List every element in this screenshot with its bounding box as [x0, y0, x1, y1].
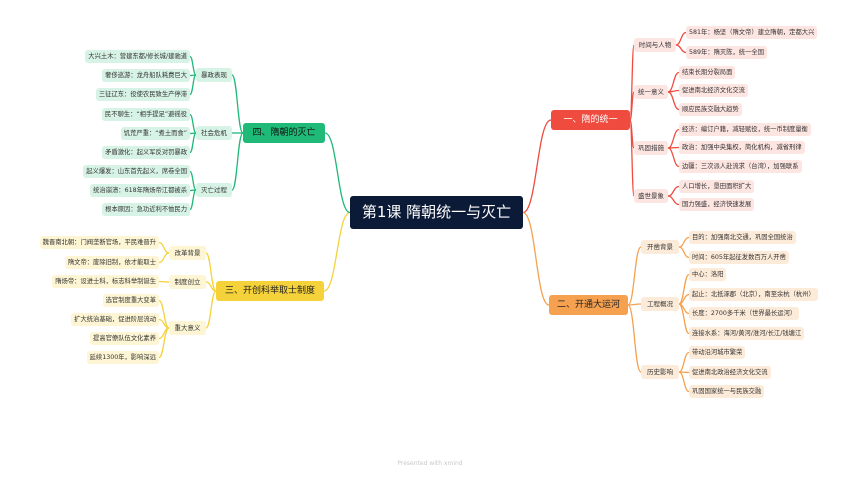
b1-g2-item-1[interactable]: 结束长期分裂局面 [679, 66, 736, 79]
b1-g3-item-3[interactable]: 边疆：三次派人赴流求（台湾），加强联系 [679, 160, 802, 173]
b3-g3-item-3[interactable]: 提高官僚队伍文化素养 [90, 332, 159, 345]
b2-group-3-label[interactable]: 历史影响 [641, 365, 679, 379]
b1-g4-item-2[interactable]: 国力强盛，经济快速发展 [679, 198, 755, 211]
branch-3-title[interactable]: 三、开创科举取士制度 [216, 281, 324, 301]
connector-b1-g4-1 [667, 185, 680, 197]
b4-g2-item-3[interactable]: 矛盾激化：起义军反对罚暴政 [102, 146, 190, 159]
connector-b1-g2 [629, 91, 635, 121]
b1-g3-item-1[interactable]: 经济：编订户籍，减轻赋役，统一币制度量衡 [679, 123, 811, 136]
b4-g3-item-3[interactable]: 根本原因：急功近利不恤民力 [102, 203, 190, 216]
connector-b2-g2 [627, 303, 642, 306]
b1-g2-item-2[interactable]: 促进南北经济文化交流 [679, 84, 748, 97]
b4-g1-item-2[interactable]: 奢侈巡游：龙舟船队耗费巨大 [102, 69, 190, 82]
b2-g3-item-3[interactable]: 巩固国家统一与民族交融 [689, 385, 765, 398]
connector-central-b1 [522, 119, 552, 214]
connector-b3-g2-1 [158, 280, 170, 283]
b1-g3-item-2[interactable]: 政治：加强中央集权，简化机构，减省刑律 [679, 141, 805, 154]
b4-g1-item-1[interactable]: 大兴土木：营建东都/修长城/建驰道 [85, 50, 190, 63]
connector-b2-g1-2 [678, 246, 690, 259]
b1-g1-item-1[interactable]: 581年：杨坚（隋文帝）建立隋朝，定都大兴 [686, 26, 818, 39]
connector-b3-g2 [205, 281, 217, 292]
b2-g1-item-2[interactable]: 时间：605年起征发数百万人开凿 [689, 251, 789, 264]
b1-group-1-label[interactable]: 时间与人物 [634, 38, 676, 52]
branch-1-title[interactable]: 一、隋的统一 [551, 110, 630, 130]
b1-g1-item-2[interactable]: 589年：隋灭陈，统一全国 [686, 46, 767, 59]
b4-g2-item-2[interactable]: 饥荒严重：“煮土而食” [120, 127, 190, 140]
b2-g1-item-1[interactable]: 目的：加强南北交通，巩固全国统治 [689, 231, 796, 244]
central-topic[interactable]: 第1课 隋朝统一与灭亡 [350, 196, 523, 229]
b3-group-3-label[interactable]: 重大意义 [169, 321, 206, 335]
connector-b1-g2-1 [667, 71, 680, 93]
branch-4-title[interactable]: 四、隋朝的灭亡 [243, 123, 325, 143]
b4-g3-item-1[interactable]: 起义爆发：山东首先起义，席卷全国 [83, 165, 190, 178]
b1-group-2-label[interactable]: 统一意义 [634, 85, 668, 99]
b3-g2-item-1[interactable]: 隋炀帝：设进士科，标志科举制诞生 [52, 275, 159, 288]
b4-group-1-label[interactable]: 暴政表现 [196, 68, 232, 82]
connector-b1-g4 [629, 119, 635, 197]
b1-group-4-label[interactable]: 盛世景象 [634, 189, 668, 203]
b3-g3-item-4[interactable]: 延续1300年，影响深远 [86, 351, 159, 364]
b1-group-3-label[interactable]: 巩固措施 [634, 141, 668, 155]
b4-g2-item-1[interactable]: 民不聊生：“相手提足”避徭役 [101, 108, 190, 121]
footer-credit: Presented with xmind [397, 460, 463, 467]
connector-b4-g1 [231, 74, 244, 134]
connector-central-b4 [324, 132, 351, 214]
connector-b1-g3-2 [667, 146, 680, 149]
b2-g2-item-2[interactable]: 起止：北抵涿郡（北京），南至余杭（杭州） [689, 288, 818, 301]
connector-b2-g1-1 [678, 236, 690, 248]
b3-g1-item-1[interactable]: 魏晋南北朝：门阀垄断官场，平民难晋升 [39, 236, 159, 249]
b3-g3-item-1[interactable]: 选官制度重大变革 [102, 294, 159, 307]
connector-b2-g3-3 [678, 371, 690, 393]
b1-g2-item-3[interactable]: 顺应民族交融大趋势 [679, 103, 742, 116]
connector-b1-g1-2 [675, 44, 687, 54]
b4-g3-item-2[interactable]: 统治崩溃：618年隋炀帝江都被杀 [90, 184, 190, 197]
b3-group-2-label[interactable]: 制度创立 [169, 275, 206, 289]
connector-b1-g1-1 [675, 31, 687, 46]
branch-2-title[interactable]: 二、开通大运河 [549, 295, 628, 315]
b2-g3-item-1[interactable]: 带动沿河城市繁荣 [689, 346, 746, 359]
connector-b1-g4-2 [667, 195, 680, 206]
b1-g4-item-1[interactable]: 人口增长，垦田面积扩大 [679, 180, 755, 193]
connector-b4-g2-3 [189, 132, 197, 154]
connector-b2-g3 [627, 304, 642, 373]
b4-g1-item-3[interactable]: 三征辽东：役使农民致生产停滞 [95, 88, 190, 101]
connector-b3-g1-2 [158, 252, 170, 264]
connector-central-b2 [522, 211, 550, 306]
connector-b3-g3 [205, 290, 217, 329]
b3-g3-item-2[interactable]: 扩大统治基础，促进阶层流动 [71, 313, 159, 326]
connector-b4-g1-3 [189, 74, 197, 96]
b2-g2-item-4[interactable]: 连接水系：海河/黄河/淮河/长江/钱塘江 [689, 327, 805, 340]
connector-b3-g1-1 [158, 241, 170, 254]
connector-central-b3 [323, 211, 351, 292]
b2-g3-item-2[interactable]: 促进南北政治经济文化交流 [689, 366, 771, 379]
connector-b1-g3-3 [667, 147, 680, 168]
b4-group-2-label[interactable]: 社会危机 [196, 126, 232, 140]
b2-group-2-label[interactable]: 工程概况 [641, 297, 679, 311]
connector-b1-g2-3 [667, 91, 680, 111]
connector-b2-g1 [627, 246, 642, 306]
connector-b4-g3 [231, 132, 244, 191]
b3-group-1-label[interactable]: 改革背景 [169, 246, 206, 260]
b3-g1-item-2[interactable]: 隋文帝：废除旧制，依才能取士 [64, 256, 159, 269]
b4-group-3-label[interactable]: 灭亡过程 [196, 183, 232, 197]
connector-b1-g3-1 [667, 128, 680, 149]
b2-group-1-label[interactable]: 开凿背景 [641, 240, 679, 254]
connector-b3-g1 [205, 252, 217, 292]
connector-b2-g2-4 [678, 303, 690, 335]
connector-b4-g3-3 [189, 189, 197, 211]
connector-b3-g3-4 [158, 327, 170, 359]
b2-g2-item-3[interactable]: 长度：2700多千米（世界最长运河） [689, 307, 800, 320]
b2-g2-item-1[interactable]: 中心：洛阳 [689, 268, 727, 281]
connector-b2-g3-1 [678, 351, 690, 373]
